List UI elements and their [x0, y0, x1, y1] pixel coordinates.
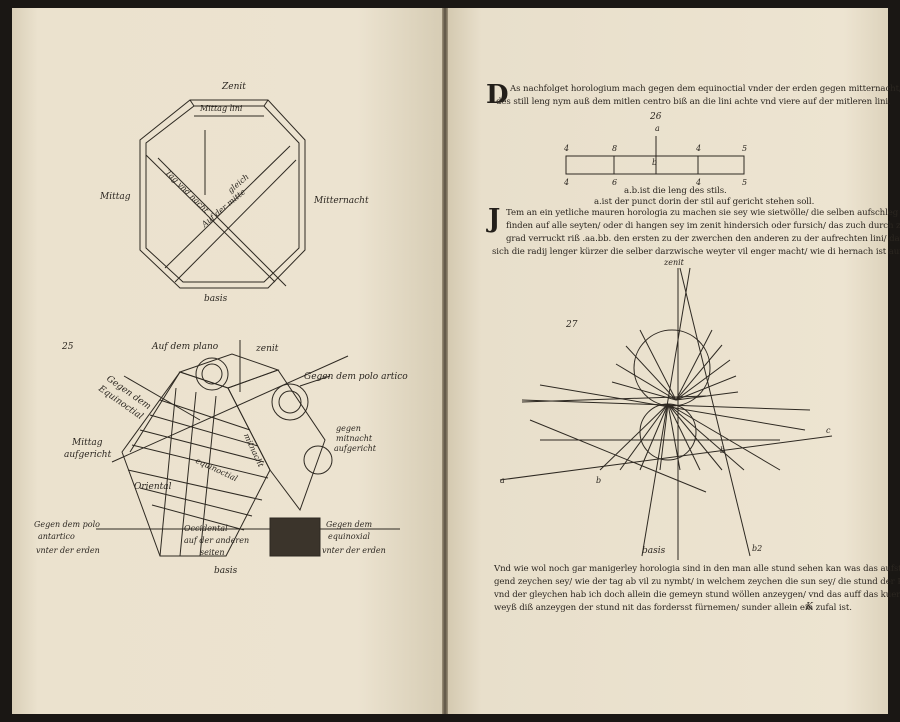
left-page: [12, 8, 444, 714]
cube-label-midnight-b: mitnacht: [336, 434, 373, 443]
scale-label-4: 5: [742, 144, 748, 153]
cube-label-occidental-a: Occidental: [184, 524, 228, 533]
scale-bar: [565, 155, 745, 175]
catchword-k: K: [806, 602, 813, 612]
cube-label-midday-a: Mittag: [72, 438, 103, 448]
para1-line2: des still leng nym auß dem mitlen centro…: [496, 97, 891, 107]
cube-label-occidental-c: seiten: [200, 548, 225, 557]
para3-line1: Vnd wie wol noch gar manigerley horologi…: [494, 564, 900, 574]
octagon-label-midday-line: Mittag lini: [200, 104, 243, 113]
octagon-label-midday: Mittag: [100, 192, 131, 202]
scale-label-0: 4: [564, 144, 570, 153]
book-gutter: [442, 8, 448, 714]
scale-top-a: a: [655, 124, 660, 133]
cube-label-oriental: Oriental: [134, 482, 172, 492]
scale-label-1: 8: [612, 144, 618, 153]
octagon-diagonal-2: [164, 145, 291, 269]
drop-cap-j: J: [488, 204, 501, 234]
figure-number-25: 25: [62, 342, 74, 352]
para2-line3: grad verruckt riß .aa.bb. den ersten zu …: [506, 234, 900, 244]
horizontal-axis: [521, 399, 811, 411]
scale-label-2: b: [652, 158, 658, 167]
figure-number-26: 26: [650, 112, 662, 122]
para2-line4: sich die radij lenger kürzer die selber …: [492, 247, 900, 257]
lower-circle: [639, 403, 697, 461]
figure-number-27: 27: [566, 320, 578, 330]
fig27-label-basis: basis: [642, 546, 666, 556]
cube-label-zenit: zenit: [256, 344, 279, 354]
caption-a: a.ist der punct dorin der stil auf geric…: [594, 197, 815, 207]
drop-cap-d: D: [486, 80, 509, 110]
fig27-label-b2: b2: [752, 544, 763, 553]
cube-label-equinoxial-a: Gegen dem: [326, 520, 373, 529]
octagon-label-midnight: Mitternacht: [314, 196, 369, 206]
cube-label-equinoxial-c: vnter der erden: [322, 546, 386, 555]
fig27-label-c: c: [826, 426, 831, 435]
scale-bottom-1: 6: [612, 178, 618, 187]
fig27-label-a: a: [500, 476, 505, 485]
cube-label-antarctic-b: antartico: [38, 532, 75, 541]
scale-bottom-3: 5: [742, 178, 748, 187]
fig27-label-zenit: zenit: [664, 258, 684, 267]
cube-label-antarctic-c: vnter der erden: [36, 546, 100, 555]
fig27-label-b-right: b: [720, 446, 726, 455]
cube-label-occidental-b: auf der anderen: [184, 536, 250, 545]
cube-label-equinoxial-b: equinoxial: [328, 532, 370, 541]
para2-line2: finden auf alle seyten/ oder di hangen s…: [506, 221, 900, 231]
cube-label-arctic-pole: Gegen dem polo artico: [304, 372, 408, 382]
octagon-diagonal-1: [145, 154, 276, 283]
para3-line4: weyß diß anzeygen der stund nit das ford…: [494, 603, 852, 613]
octagon-inner: [145, 105, 300, 283]
octagon-label-basis: basis: [204, 294, 228, 304]
scale-label-3: 4: [696, 144, 702, 153]
octagon-outline: [139, 99, 306, 289]
cube-label-midnight-c: aufgericht: [334, 444, 376, 453]
fig27-label-b-left: b: [596, 476, 602, 485]
para1-line1: As nachfolget horologium mach gegen dem …: [510, 84, 900, 94]
scale-bottom-2: 4: [696, 178, 702, 187]
scale-bottom-0: 4: [564, 178, 570, 187]
cube-label-midday-b: aufgericht: [64, 450, 112, 460]
para3-line2: gend zeychen sey/ wie der tag ab vil zu …: [494, 577, 900, 587]
octagon-label-zenit: Zenit: [222, 82, 246, 92]
para3-line3: vnd der gleychen hab ich doch allein die…: [494, 590, 900, 600]
cube-label-antarctic-a: Gegen dem polo: [34, 520, 100, 529]
right-page: [446, 8, 888, 714]
cube-label-basis: basis: [214, 566, 238, 576]
long-diagonal: [499, 435, 833, 481]
cube-label-on-plane: Auf dem plano: [152, 342, 219, 352]
para2-line1: Tem an ein yetliche mauren horologia zu …: [506, 208, 900, 218]
caption-ab: a.b.ist die leng des stils.: [624, 186, 727, 196]
polyhedron-right-face: [227, 369, 326, 512]
cube-label-midnight-a: gegen: [336, 424, 361, 433]
